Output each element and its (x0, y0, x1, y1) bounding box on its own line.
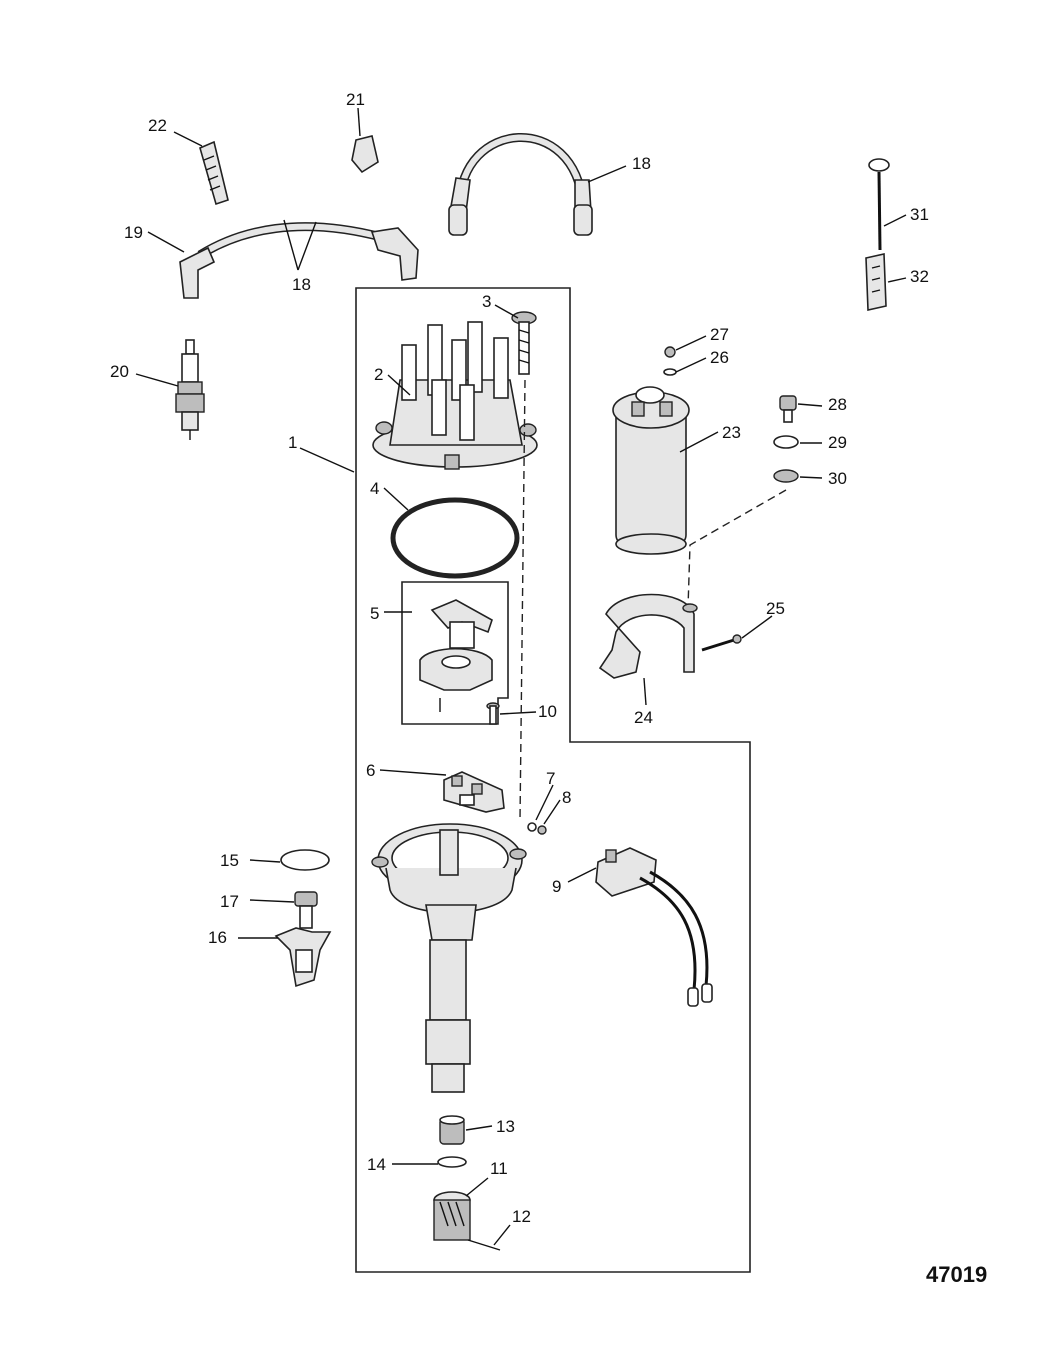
callout-3: 3 (482, 292, 491, 311)
leader-lines (135, 107, 907, 1246)
callout-7: 7 (546, 769, 555, 788)
callout-1: 1 (288, 433, 297, 452)
coil-bracket-24 (598, 593, 698, 679)
bushing-13 (439, 1115, 465, 1145)
callout-23: 23 (722, 423, 741, 442)
clip-22 (199, 140, 229, 206)
callout-5: 5 (370, 604, 379, 623)
assembly-1-outline (355, 287, 751, 1273)
callout-21: 21 (346, 90, 365, 109)
callout-10: 10 (538, 702, 557, 721)
callout-28: 28 (828, 395, 847, 414)
callout-25: 25 (766, 599, 785, 618)
callout-27: 27 (710, 325, 729, 344)
bolt-17 (294, 891, 318, 929)
callout-11: 11 (490, 1159, 508, 1178)
callout-31: 31 (910, 205, 929, 224)
nut-27 (664, 346, 676, 358)
callout-2: 2 (374, 365, 383, 384)
bracket-32 (865, 253, 887, 311)
callout-32: 32 (910, 267, 929, 286)
callout-22: 22 (148, 116, 167, 135)
washer-29 (773, 435, 799, 449)
distributor-cap-2 (372, 321, 538, 470)
relation-line-cap-to-module (519, 379, 526, 821)
callout-30: 30 (828, 469, 847, 488)
distributor-housing (371, 823, 527, 1093)
callout-16: 16 (208, 928, 227, 947)
callout-24: 24 (634, 708, 653, 727)
gasket-4 (390, 497, 520, 579)
callout-20: 20 (110, 362, 129, 381)
callout-26: 26 (710, 348, 729, 367)
callout-8: 8 (562, 788, 571, 807)
bolt-28 (779, 395, 797, 423)
spark-plug-20 (175, 339, 205, 440)
callout-12: 12 (512, 1207, 531, 1226)
clamp-16 (274, 927, 332, 988)
washer-26 (663, 368, 677, 376)
washer-7 (527, 822, 537, 832)
callout-13: 13 (496, 1117, 515, 1136)
callout-labels: 1 2 3 4 5 6 7 8 9 10 11 12 13 14 15 16 1… (110, 90, 929, 1226)
ignition-module-6 (443, 771, 505, 813)
callout-18-lower: 18 (292, 275, 311, 294)
washer-14 (437, 1156, 467, 1168)
gear-11 (433, 1191, 471, 1241)
callout-6: 6 (366, 761, 375, 780)
ignition-coil-23 (612, 386, 690, 555)
screw-25 (701, 634, 742, 652)
relation-line-coil-bracket (687, 489, 787, 609)
callout-29: 29 (828, 433, 847, 452)
screw-3 (511, 311, 537, 375)
figure-number: 47019 (926, 1262, 987, 1287)
callout-14: 14 (367, 1155, 386, 1174)
washer-15 (280, 849, 330, 871)
pickup-9 (595, 847, 713, 1007)
screw-10 (486, 702, 500, 725)
callout-15: 15 (220, 851, 239, 870)
spark-plug-wire-19-18 (179, 222, 419, 299)
callout-19: 19 (124, 223, 143, 242)
washer-30 (773, 469, 799, 483)
clip-21 (351, 135, 379, 174)
callout-9: 9 (552, 877, 561, 896)
pin-12 (467, 1239, 501, 1251)
screw-8 (537, 825, 547, 835)
callout-18: 18 (632, 154, 651, 173)
rotor-kit-5 (401, 581, 509, 725)
spark-plug-wire-18-top (448, 133, 593, 236)
rod-31 (868, 158, 890, 251)
callout-17: 17 (220, 892, 239, 911)
callout-4: 4 (370, 479, 379, 498)
